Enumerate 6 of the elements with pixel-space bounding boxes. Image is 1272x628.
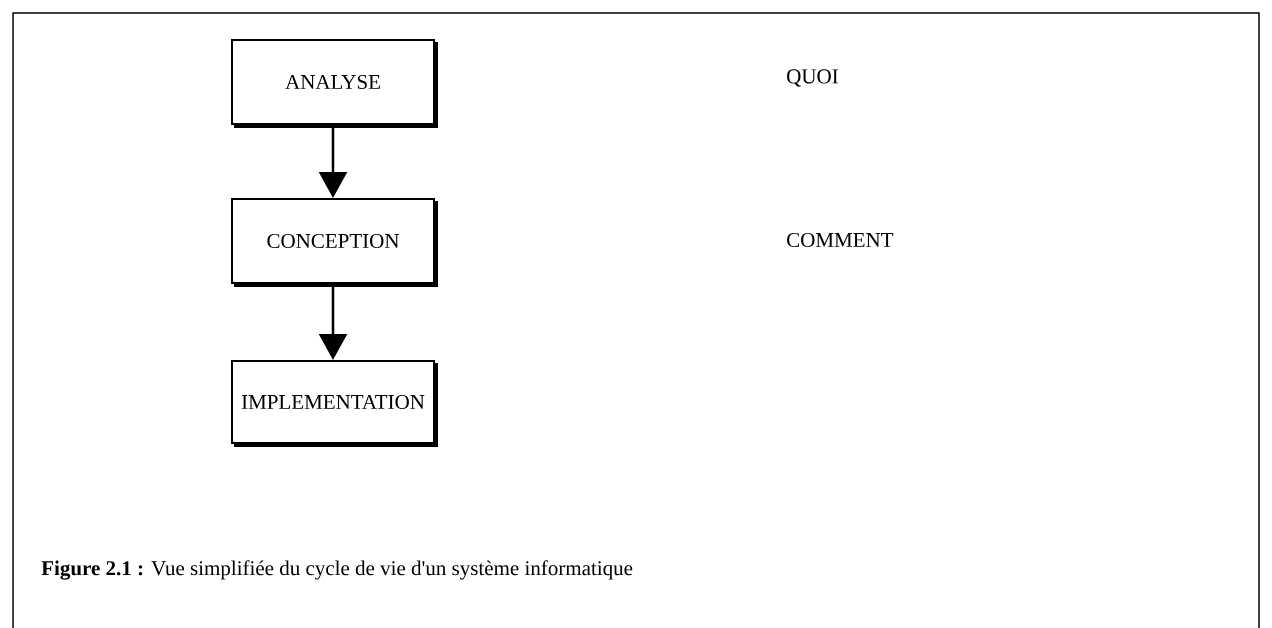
process-box: IMPLEMENTATION xyxy=(231,360,438,447)
process-box: ANALYSE xyxy=(231,39,438,128)
side-label: QUOI xyxy=(787,69,838,87)
process-box: CONCEPTION xyxy=(231,198,438,287)
side-label: COMMENT xyxy=(787,232,894,248)
caption: Figure 2.1 : Vue simplifiée du cycle de vie d'un système informatique xyxy=(41,560,633,580)
